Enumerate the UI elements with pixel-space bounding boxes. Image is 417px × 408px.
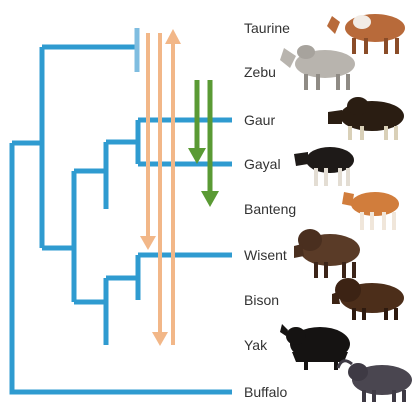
taxon-label-yak: Yak [244,337,267,353]
taxon-label-gayal: Gayal [244,156,281,172]
banteng-icon [342,192,399,230]
bison-icon [332,278,404,320]
taurine-cattle-icon [327,14,405,54]
taxon-label-zebu: Zebu [244,64,276,80]
taxon-label-wisent: Wisent [244,247,287,263]
zebu-cattle-icon [280,45,355,90]
taxon-label-buffalo: Buffalo [244,384,287,400]
arrowhead-down-icon [140,236,156,250]
arrowhead-up-icon [165,29,181,44]
taxon-label-taurine: Taurine [244,20,290,36]
wisent-icon [294,229,360,278]
taxon-label-banteng: Banteng [244,201,296,217]
water-buffalo-icon [338,361,412,402]
arrowhead-down-icon [201,191,219,207]
animal-pictures [280,14,412,402]
branch-root-buffalo [12,143,232,392]
taxon-label-gaur: Gaur [244,112,275,128]
taxon-label-bison: Bison [244,292,279,308]
gaur-gene-flow-arrows [188,80,219,207]
gaur-icon [328,97,404,140]
gayal-icon [294,147,354,186]
